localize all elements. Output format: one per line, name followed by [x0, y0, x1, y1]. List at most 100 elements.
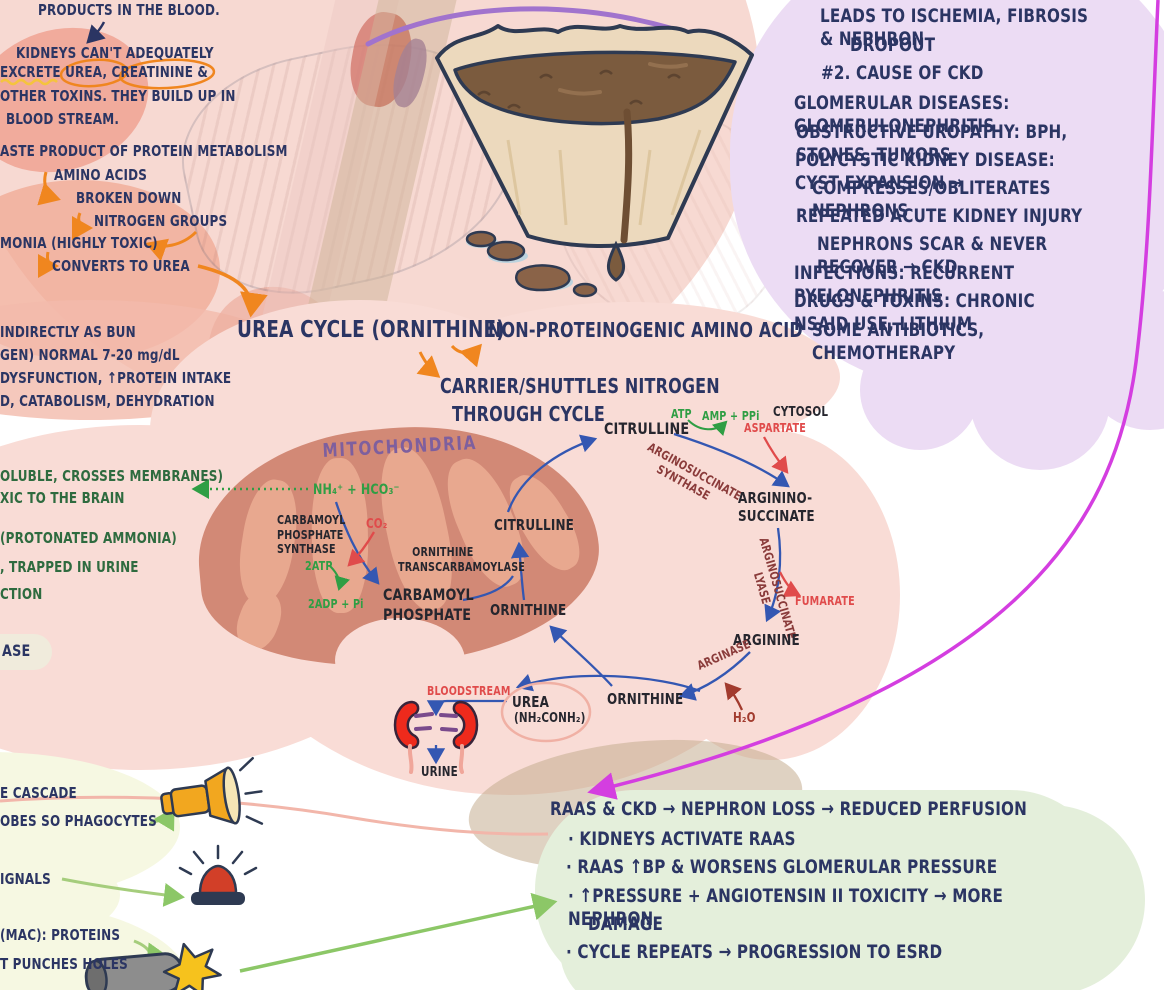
amp-label: AMP + PPi — [702, 409, 760, 423]
cytosol-label: CYTOSOL — [773, 405, 829, 420]
amino-label: AMINO ACIDS — [54, 166, 148, 184]
raas-bullet2: · RAAS ↑BP & WORSENS GLOMERULAR PRESSURE — [566, 856, 998, 878]
nh4-label: NH₄⁺ + HCO₃⁻ — [313, 482, 400, 498]
kidneys-icon — [393, 700, 479, 774]
urea-cycle-title: UREA CYCLE (ORNITHINE) — [237, 317, 505, 343]
ammonia-label: MONIA (HIGHLY TOXIC) — [0, 234, 158, 252]
arginine-to-ornithine-arrow — [678, 651, 751, 701]
ammonia-note-line3: (PROTONATED AMMONIA) — [0, 529, 177, 547]
cannon-to-raas-arrow — [239, 892, 558, 973]
carbamoyl-join-arrow — [462, 575, 514, 602]
atp-label: ATP — [671, 407, 692, 421]
atp-adp-arrow — [329, 565, 350, 591]
products-line: PRODUCTS IN THE BLOOD. — [38, 1, 220, 19]
coffee-filter-illustration — [435, 24, 754, 298]
amino-arrow — [37, 171, 61, 206]
nitrogen-to-ammonia-arrow — [145, 230, 198, 262]
citrulline-export-arrow — [506, 434, 598, 513]
ckd-line-1: DROPOUT — [850, 34, 936, 56]
fumarate-label: FUMARATE — [795, 594, 855, 608]
flashlight-icon — [160, 757, 264, 825]
siren-icon — [178, 844, 258, 905]
purple-arc — [365, 6, 673, 47]
co2-label: CO₂ — [366, 517, 388, 532]
argininosuccinate-label: ARGININO- SUCCINATE — [738, 489, 815, 526]
waste-line: ASTE PRODUCT OF PROTEIN METABOLISM — [0, 142, 288, 160]
argininosuccinate-to-arginine-arrow — [764, 527, 782, 623]
ckd-line-4: OBSTRUCTIVE UROPATHY: BPH, STONES, TUMOR… — [796, 121, 1068, 167]
raas-title: RAAS & CKD → NEPHRON LOSS → REDUCED PERF… — [550, 798, 1027, 820]
ckd-line-0: LEADS TO ISCHEMIA, FIBROSIS & NEPHRON — [820, 5, 1089, 51]
mitochondria-notch — [335, 618, 465, 703]
ckd-line-7: REPEATED ACUTE KIDNEY INJURY — [796, 205, 1083, 227]
converts-to-cycle-arrow — [197, 264, 268, 318]
ckd-blob-bump-1 — [860, 330, 980, 450]
signals-to-siren-arrow — [61, 877, 185, 907]
kidneys-line3: OTHER TOXINS. THEY BUILD UP IN — [0, 87, 236, 105]
title-to-subtitle-arrow — [450, 343, 482, 368]
broken-arrow — [71, 212, 93, 240]
bloodstream-label: BLOODSTREAM — [427, 684, 511, 698]
carrier-line1: CARRIER/SHUTTLES NITROGEN — [440, 374, 720, 398]
raas-bullet1: · KIDNEYS ACTIVATE RAAS — [568, 828, 796, 850]
pink-curve-line — [0, 795, 549, 836]
adp2-label: 2ADP + Pi — [308, 597, 364, 611]
urea-to-bloodstream-arrow — [426, 699, 507, 717]
citrulline-to-argininosuccinate-arrow — [673, 432, 790, 488]
bun-line4: D, CATABOLISM, DEHYDRATION — [0, 392, 215, 410]
atp-amp-arrow — [687, 419, 728, 437]
h2o-arrow — [724, 682, 744, 711]
co2-arrow — [347, 531, 375, 567]
ckd-line-8: NEPHRONS SCAR & NEVER RECOVER → CKD — [817, 233, 1048, 279]
atp2-label: 2ATP — [305, 559, 333, 573]
carbamoyl-phosphate-label: CARBAMOYL PHOSPHATE — [383, 585, 474, 624]
cps-label: CARBAMOYL PHOSPHATE SYNTHASE — [277, 513, 346, 557]
broken-label: BROKEN DOWN — [76, 189, 182, 207]
urea-cycle-subtitle: NON-PROTEINOGENIC AMINO ACID — [488, 318, 803, 342]
ammonia-note-line2: XIC TO THE BRAIN — [0, 489, 125, 507]
ammonia-note-line1: OLUBLE, CROSSES MEMBRANES) — [0, 467, 224, 485]
ckd-line-6: COMPRESSES/OBLITERATES NEPHRONS — [812, 177, 1051, 223]
raas-bullet3: · ↑PRESSURE + ANGIOTENSIN II TOXICITY → … — [568, 885, 1004, 931]
signals-fragment: IGNALS — [0, 870, 51, 888]
kidneys-line4: BLOOD STREAM. — [6, 110, 120, 128]
raas-blob-bump-3 — [955, 805, 1145, 990]
ckd-to-raas-arrow — [587, 0, 1160, 800]
bun-line2: GEN) NORMAL 7-20 mg/dL — [0, 346, 180, 364]
arginine-label: ARGININE — [733, 631, 800, 649]
ckd-line-11: SOME ANTIBIOTICS, CHEMOTHERAPY — [812, 319, 985, 365]
mac-fragment: (MAC): PROTEINS — [0, 926, 121, 944]
ckd-line-3: GLOMERULAR DISEASES: GLOMERULONEPHRITIS — [794, 92, 1010, 138]
ornithine-in-label: ORNITHINE — [490, 601, 567, 619]
ckd-line-9: INFECTIONS: RECURRENT PYELONEPHRITIS — [794, 262, 1015, 308]
urea-label: UREA — [512, 693, 550, 711]
otc-label: ORNITHINE TRANSCARBAMOYLASE — [398, 545, 525, 574]
arginase-to-urea-arrow — [515, 673, 701, 693]
ckd-line-2: #2. CAUSE OF CKD — [821, 62, 984, 84]
cannon-burst-icon — [84, 942, 222, 990]
punches-fragment: T PUNCHES HOLES — [0, 955, 128, 973]
urea-oval — [500, 681, 592, 743]
creatinine-highlight-oval — [118, 58, 216, 90]
aspartate-label: ASPARTATE — [744, 421, 806, 435]
nitrogen-label: NITROGEN GROUPS — [94, 212, 228, 230]
carrier-line2: THROUGH CYCLE — [452, 402, 606, 426]
ase-fragment: ASE — [2, 641, 31, 660]
bun-line1: INDIRECTLY AS BUN — [0, 323, 136, 341]
products-arrow — [86, 21, 106, 44]
ase-pill — [0, 634, 52, 670]
urea-highlight-oval — [59, 58, 129, 88]
title-to-carrier-arrow — [416, 351, 441, 378]
ammonia-note-line5: CTION — [0, 585, 43, 603]
raas-blob-bump-1 — [560, 890, 680, 990]
ckd-line-10: DRUGS & TOXINS: CHRONIC NSAID USE, LITHI… — [794, 290, 1035, 336]
raas-bullet3-wrap: DAMAGE — [588, 913, 664, 935]
ckd-line-5: POLYCYSTIC KIDNEY DISEASE: CYST EXPANSIO… — [795, 149, 1055, 195]
nh4-to-carbamoyl-arrow — [334, 501, 380, 585]
ornithine-out-label: ORNITHINE — [607, 690, 684, 708]
ornithine-to-citrulline-arrow — [510, 541, 530, 601]
cascade-fragment: E CASCADE — [0, 784, 77, 802]
aspartate-arrow — [762, 436, 789, 474]
converts-label: CONVERTS TO UREA — [52, 257, 190, 275]
